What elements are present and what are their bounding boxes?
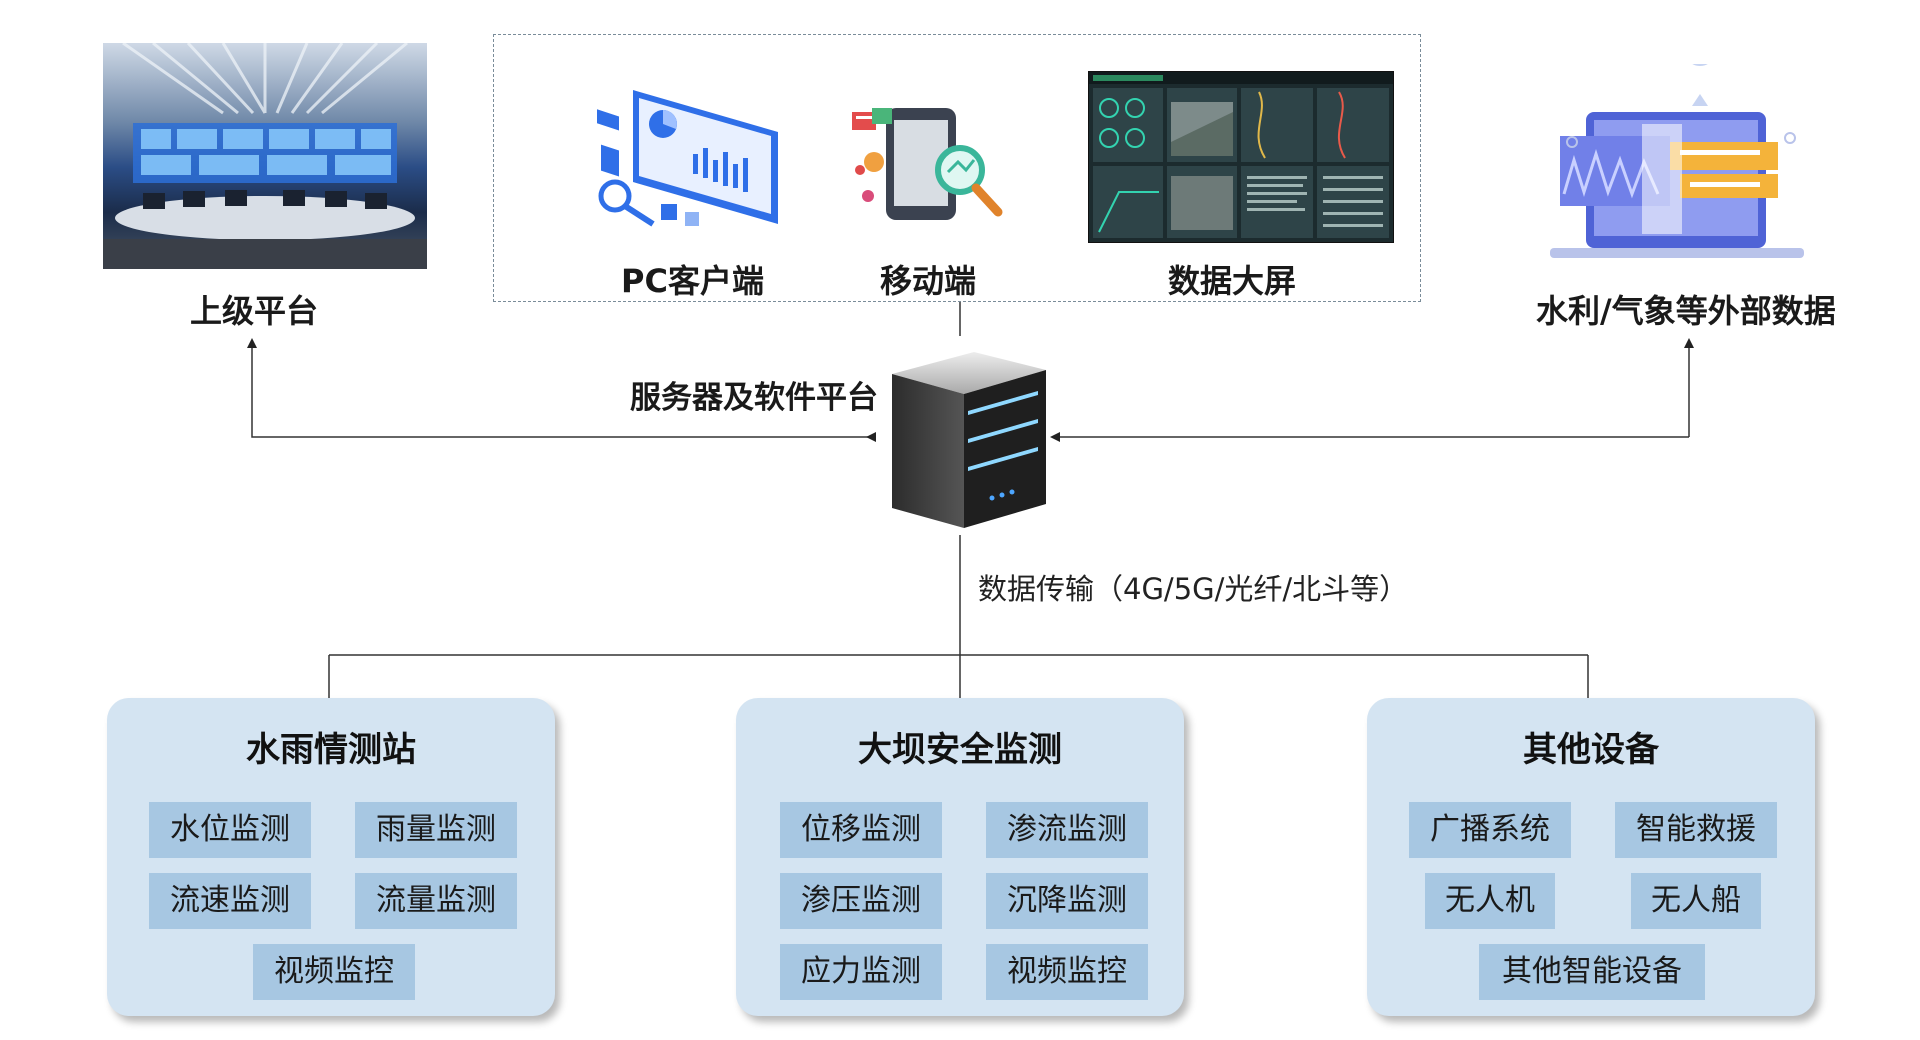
panel-title: 水雨情测站 — [246, 730, 416, 770]
pc-dashboard-icon — [593, 84, 783, 232]
tag-flow-velocity: 流速监测 — [149, 873, 311, 929]
tag-flow-rate: 流量监测 — [355, 873, 517, 929]
control-room-photo — [103, 43, 427, 269]
panel-title: 大坝安全监测 — [858, 730, 1062, 770]
tag-drone: 无人机 — [1425, 873, 1555, 929]
mobile-search-icon — [848, 100, 1008, 220]
bigscreen-label: 数据大屏 — [1168, 262, 1297, 300]
tag-unmanned-boat: 无人船 — [1631, 873, 1761, 929]
tag-seepage: 渗流监测 — [986, 802, 1148, 858]
pc-client-label: PC客户端 — [621, 262, 764, 300]
tag-video-monitor: 视频监控 — [253, 944, 415, 1000]
client-group-box — [493, 34, 1421, 302]
tag-other-smart-devices: 其他智能设备 — [1479, 944, 1705, 1000]
tag-water-level: 水位监测 — [149, 802, 311, 858]
tag-displacement: 位移监测 — [780, 802, 942, 858]
laptop-data-icon — [1550, 64, 1804, 264]
dashboard-screenshot — [1088, 71, 1394, 243]
panel-dam-safety: 大坝安全监测 位移监测 渗流监测 渗压监测 沉降监测 应力监测 视频监控 — [736, 698, 1184, 1016]
tag-smart-rescue: 智能救援 — [1615, 802, 1777, 858]
mobile-client-label: 移动端 — [880, 262, 977, 300]
tag-rainfall: 雨量监测 — [355, 802, 517, 858]
server-icon — [888, 348, 1050, 532]
tag-stress: 应力监测 — [780, 944, 942, 1000]
panel-other-devices: 其他设备 广播系统 智能救援 无人机 无人船 其他智能设备 — [1367, 698, 1815, 1016]
tag-seepage-pressure: 渗压监测 — [780, 873, 942, 929]
tag-broadcast: 广播系统 — [1409, 802, 1571, 858]
tag-settlement: 沉降监测 — [986, 873, 1148, 929]
top-right-label: 水利/气象等外部数据 — [1536, 292, 1836, 330]
top-left-label: 上级平台 — [190, 292, 319, 330]
transmission-label: 数据传输（4G/5G/光纤/北斗等） — [978, 572, 1409, 606]
panel-hydro-station: 水雨情测站 水位监测 雨量监测 流速监测 流量监测 视频监控 — [107, 698, 555, 1016]
server-label: 服务器及软件平台 — [630, 380, 878, 416]
panel-title: 其他设备 — [1523, 730, 1659, 770]
tag-video-monitor: 视频监控 — [986, 944, 1148, 1000]
